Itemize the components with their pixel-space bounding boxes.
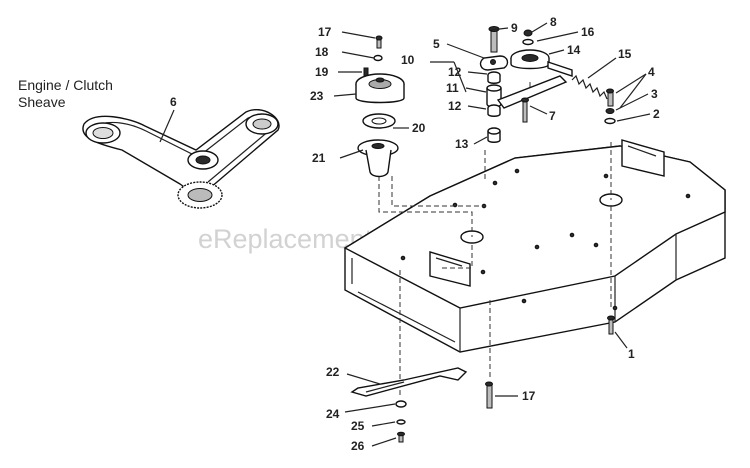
callout-17-upper: 17	[318, 25, 332, 39]
callout-11: 11	[446, 81, 459, 95]
bolt-7	[521, 97, 529, 123]
nut-3	[605, 108, 615, 114]
clutch-sheave	[177, 181, 223, 209]
callout-24: 24	[326, 407, 340, 421]
bushing-12-lower	[487, 104, 501, 117]
assembly-dashed-lines	[378, 82, 612, 395]
sheave-left	[85, 122, 121, 144]
callout-9: 9	[511, 21, 518, 35]
nut-8	[523, 29, 533, 37]
callout-5: 5	[433, 37, 440, 51]
callout-10: 10	[401, 53, 415, 67]
blade-washer-24	[395, 400, 407, 408]
idler-arm-plate	[547, 61, 573, 77]
group-title-line1: Engine / Clutch	[18, 77, 113, 93]
bushing-12-upper	[487, 71, 501, 84]
sheave-center	[187, 150, 219, 170]
blade-bolt-26	[397, 431, 405, 443]
callout-17-lower: 17	[522, 389, 536, 403]
deck-handle-front	[429, 251, 471, 287]
callout-14: 14	[567, 43, 581, 57]
mower-blade-22	[350, 367, 468, 397]
bolt-9	[488, 26, 500, 53]
mower-deck	[343, 145, 726, 353]
spindle-housing-21	[357, 139, 399, 178]
washer-18	[373, 54, 383, 62]
callout-8: 8	[550, 15, 557, 29]
callout-21: 21	[312, 151, 326, 165]
lock-washer-25	[396, 419, 406, 425]
callout-12-upper: 12	[448, 65, 462, 79]
leader-6	[159, 109, 175, 143]
callout-4: 4	[648, 65, 655, 79]
deck-bolt-1	[607, 315, 615, 335]
idler-pulley-14	[510, 49, 550, 70]
callout-26: 26	[351, 439, 365, 453]
callout-3: 3	[651, 87, 658, 101]
callout-1: 1	[628, 347, 635, 361]
spring-15	[571, 74, 608, 100]
callout-20: 20	[412, 121, 426, 135]
spindle-bolt-17	[375, 35, 383, 49]
bolt-4	[606, 88, 614, 107]
group-title-line2: Sheave	[18, 94, 66, 110]
leader-lines	[333, 22, 651, 447]
callout-7: 7	[549, 109, 556, 123]
callout-25: 25	[351, 419, 365, 433]
callout-19: 19	[315, 65, 329, 79]
callout-16: 16	[581, 25, 595, 39]
washer-2	[604, 117, 616, 125]
callout-23: 23	[310, 89, 324, 103]
idler-bracket	[496, 75, 568, 109]
sheave-right	[245, 113, 279, 135]
callout-22: 22	[326, 365, 340, 379]
deck-handle-rear	[621, 139, 665, 177]
callout-6: 6	[170, 95, 177, 109]
spindle-pulley-23	[355, 73, 405, 104]
idler-arm-5	[479, 55, 509, 71]
callout-18: 18	[315, 45, 329, 59]
callout-15: 15	[618, 47, 632, 61]
callout-2: 2	[653, 107, 660, 121]
callout-13: 13	[455, 137, 469, 151]
spacer-20	[362, 113, 396, 129]
spacer-11	[486, 84, 502, 108]
bolt-17-lower	[485, 381, 493, 409]
callout-12-lower: 12	[448, 99, 462, 113]
washer-16	[522, 38, 534, 46]
pivot-13	[487, 127, 501, 143]
